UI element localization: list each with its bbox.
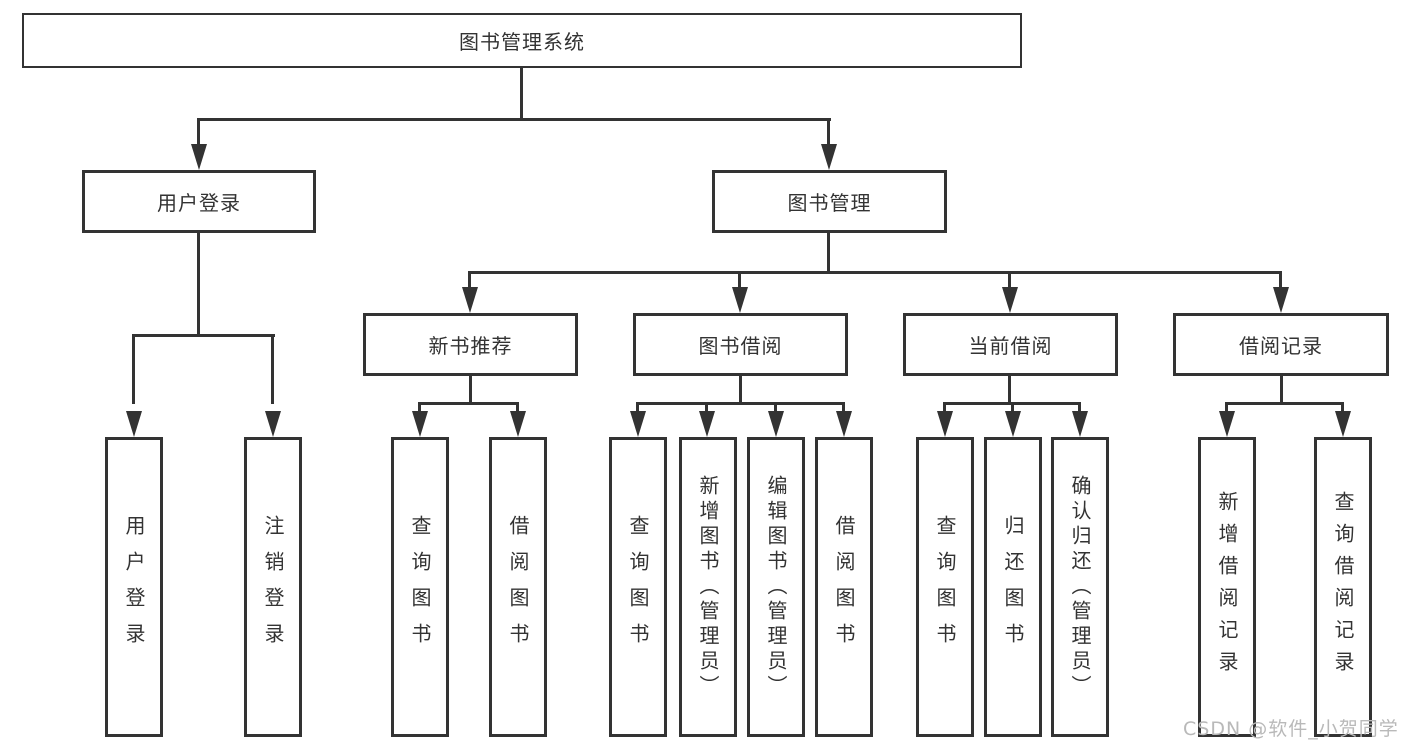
- leaf-cb-confirm-label: 确认归还（管理员）: [1068, 474, 1092, 700]
- connector-drop-bb-borrow: [842, 402, 845, 414]
- connector-drop-cb-return: [1011, 402, 1014, 414]
- connector-drop-leaf-logout: [271, 334, 274, 404]
- leaf-logout-label: 注销登录: [261, 515, 285, 659]
- arrow-down-icon: [412, 411, 428, 437]
- leaf-cb-query-label: 查询图书: [933, 515, 957, 659]
- node-library-system: 图书管理系统: [22, 13, 1022, 68]
- leaf-bb-edit-books-admin: 编辑图书（管理员）: [747, 437, 805, 737]
- leaf-br-add-record: 新增借阅记录: [1198, 437, 1256, 737]
- node-current-borrowing: 当前借阅: [903, 313, 1118, 376]
- arrow-down-icon: [191, 144, 207, 170]
- connector-book-mgmt-stem: [827, 233, 830, 273]
- connector-borrow-record-stem: [1280, 376, 1283, 404]
- arrow-down-icon: [1335, 411, 1351, 437]
- leaf-bb-add-books-admin: 新增图书（管理员）: [679, 437, 737, 737]
- connector-drop-bb-query: [636, 402, 639, 414]
- connector-drop-nb-borrow: [516, 402, 519, 414]
- connector-drop-bb-add: [705, 402, 708, 414]
- node-borrow-record-label: 借阅记录: [1239, 334, 1323, 358]
- node-current-borrow-label: 当前借阅: [968, 334, 1053, 358]
- leaf-nb-query-label: 查询图书: [408, 515, 432, 659]
- leaf-cb-confirm-return-admin: 确认归还（管理员）: [1051, 437, 1109, 737]
- node-library-system-label: 图书管理系统: [459, 30, 585, 54]
- leaf-bb-query-books: 查询图书: [609, 437, 667, 737]
- connector-new-book-branch: [420, 402, 519, 405]
- connector-drop-bb-edit: [774, 402, 777, 414]
- connector-drop-nb-query: [418, 402, 421, 414]
- leaf-nb-borrow-books: 借阅图书: [489, 437, 547, 737]
- connector-drop-current-borrow: [1008, 271, 1011, 291]
- node-new-book-recommendation: 新书推荐: [363, 313, 578, 376]
- leaf-user-login-label: 用户登录: [122, 515, 146, 659]
- connector-user-login-branch: [134, 334, 275, 337]
- arrow-down-icon: [732, 287, 748, 313]
- connector-root-stem: [520, 68, 523, 120]
- arrow-down-icon: [768, 411, 784, 437]
- arrow-down-icon: [265, 411, 281, 437]
- node-book-management-label: 图书管理: [787, 191, 872, 215]
- leaf-bb-edit-label: 编辑图书（管理员）: [764, 474, 788, 700]
- connector-user-login-stem: [197, 233, 200, 336]
- connector-book-mgmt-branch: [470, 271, 1282, 274]
- arrow-down-icon: [630, 411, 646, 437]
- arrow-down-icon: [126, 411, 142, 437]
- connector-drop-new-book: [468, 271, 471, 291]
- leaf-br-query-record: 查询借阅记录: [1314, 437, 1372, 737]
- leaf-bb-borrow-label: 借阅图书: [832, 515, 856, 659]
- leaf-bb-borrow-books: 借阅图书: [815, 437, 873, 737]
- leaf-logout: 注销登录: [244, 437, 302, 737]
- connector-borrow-record-branch: [1227, 402, 1343, 405]
- leaf-cb-return-books: 归还图书: [984, 437, 1042, 737]
- node-borrowing-records: 借阅记录: [1173, 313, 1389, 376]
- node-new-book-label: 新书推荐: [428, 334, 513, 358]
- leaf-br-query-label: 查询借阅记录: [1331, 491, 1355, 683]
- connector-book-borrow-stem: [739, 376, 742, 404]
- connector-drop-cb-confirm: [1078, 402, 1081, 414]
- node-book-management: 图书管理: [712, 170, 947, 233]
- leaf-br-add-label: 新增借阅记录: [1215, 491, 1239, 683]
- connector-drop-user-login: [197, 118, 200, 148]
- leaf-user-login: 用户登录: [105, 437, 163, 737]
- leaf-bb-add-label: 新增图书（管理员）: [696, 474, 720, 700]
- csdn-watermark: CSDN @软件_小贺同学: [1183, 718, 1399, 740]
- leaf-bb-query-label: 查询图书: [626, 515, 650, 659]
- connector-drop-br-query: [1341, 402, 1344, 414]
- arrow-down-icon: [1273, 287, 1289, 313]
- connector-current-borrow-stem: [1008, 376, 1011, 404]
- leaf-nb-borrow-label: 借阅图书: [506, 515, 530, 659]
- leaf-nb-query-books: 查询图书: [391, 437, 449, 737]
- connector-new-book-stem: [469, 376, 472, 404]
- arrow-down-icon: [1219, 411, 1235, 437]
- node-book-borrowing: 图书借阅: [633, 313, 848, 376]
- arrow-down-icon: [1005, 411, 1021, 437]
- node-user-login-label: 用户登录: [157, 191, 241, 215]
- arrow-down-icon: [1072, 411, 1088, 437]
- connector-drop-borrow-record: [1279, 271, 1282, 291]
- arrow-down-icon: [699, 411, 715, 437]
- leaf-cb-return-label: 归还图书: [1001, 515, 1025, 659]
- connector-book-borrow-branch: [638, 402, 844, 405]
- arrow-down-icon: [462, 287, 478, 313]
- node-user-login: 用户登录: [82, 170, 316, 233]
- connector-drop-br-add: [1225, 402, 1228, 414]
- arrow-down-icon: [821, 144, 837, 170]
- arrow-down-icon: [1002, 287, 1018, 313]
- arrow-down-icon: [510, 411, 526, 437]
- node-book-borrow-label: 图书借阅: [698, 334, 783, 358]
- arrow-down-icon: [937, 411, 953, 437]
- connector-root-branch: [199, 118, 831, 121]
- connector-drop-cb-query: [943, 402, 946, 414]
- connector-drop-book-mgmt: [827, 118, 830, 148]
- arrow-down-icon: [836, 411, 852, 437]
- leaf-cb-query-books: 查询图书: [916, 437, 974, 737]
- connector-drop-book-borrow: [738, 271, 741, 291]
- connector-drop-leaf-user-login: [132, 334, 135, 404]
